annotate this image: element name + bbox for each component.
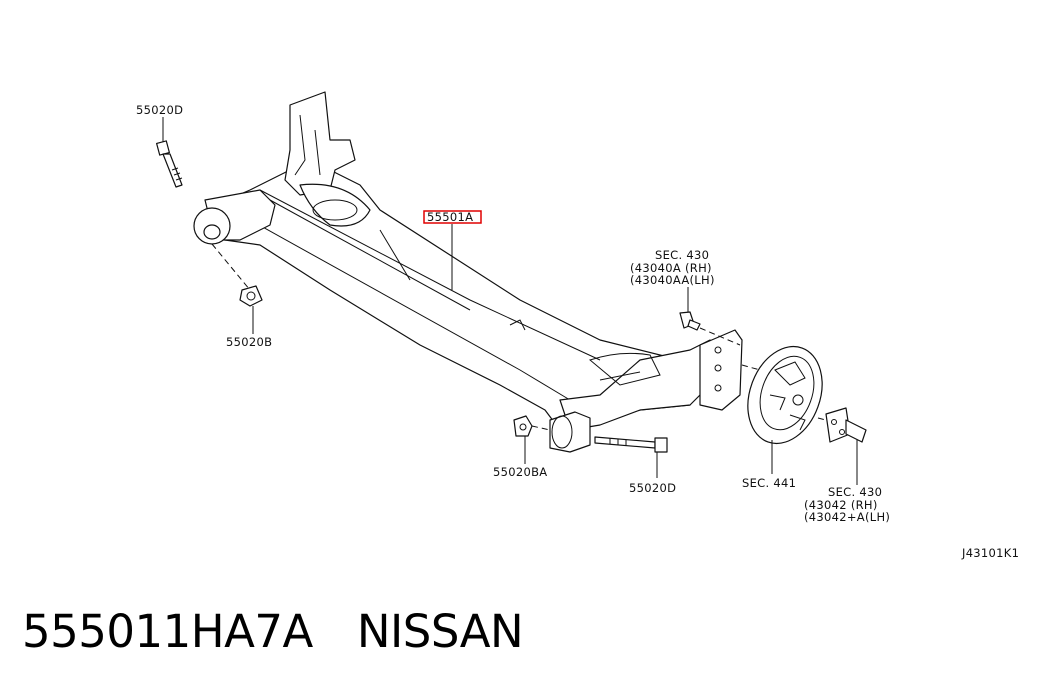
label-sec430-bottom-lh: (43042+A(LH)	[804, 510, 890, 524]
diagram-code: J43101K1	[961, 546, 1019, 560]
label-bolt-top: 55020D	[136, 103, 183, 117]
part-number: 555011HA7A	[22, 604, 313, 658]
nut-bottom[interactable]	[513, 415, 533, 437]
label-beam[interactable]: 55501A	[427, 210, 473, 224]
label-sec430-bottom-rh: (43042 (RH)	[804, 498, 878, 512]
parts-diagram: 55020D 55020B 55501A SEC. 430 (43040A (R…	[136, 91, 1019, 560]
label-nut-bottom: 55020BA	[493, 465, 547, 479]
brand-name: NISSAN	[356, 604, 524, 658]
nut-left[interactable]	[239, 285, 263, 307]
highlight-box	[423, 210, 482, 224]
label-sec430-bottom-title: SEC. 430	[828, 485, 882, 499]
brake-backing-plate[interactable]	[735, 336, 835, 454]
rear-axle-beam[interactable]	[193, 91, 743, 453]
label-nut-left: 55020B	[226, 335, 272, 349]
label-sec430-top-title: SEC. 430	[655, 248, 709, 262]
label-bolt-bottom: 55020D	[629, 481, 676, 495]
hub-stub[interactable]	[825, 407, 867, 443]
caption-row: 555011HA7A NISSAN	[22, 596, 524, 666]
label-sec441: SEC. 441	[742, 476, 796, 490]
bolt-top-left[interactable]	[156, 140, 183, 188]
bolt-hub-top[interactable]	[679, 311, 701, 331]
label-sec430-top-lh: (43040AA(LH)	[630, 273, 715, 287]
bolt-bottom[interactable]	[594, 436, 668, 453]
label-sec430-top-rh: (43040A (RH)	[630, 261, 712, 275]
